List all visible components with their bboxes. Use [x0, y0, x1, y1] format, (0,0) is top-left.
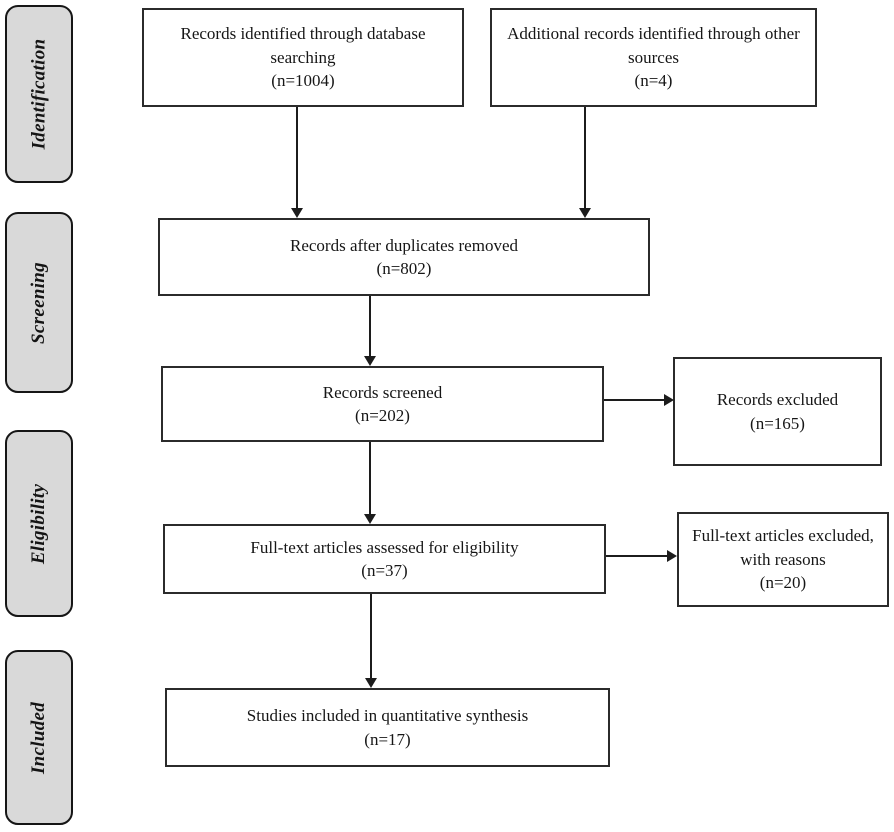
arrow-screened-to-excluded-line — [604, 399, 664, 401]
box-included-synthesis-label: Studies included in quantitative synthes… — [246, 706, 529, 726]
box-fulltext-excluded-label: Full-text articles excluded, with reason… — [692, 526, 874, 569]
arrow-screened-to-fulltext-head — [364, 514, 376, 524]
box-included-synthesis-count: (n=17) — [364, 729, 411, 749]
box-fulltext-assessed-label: Full-text articles assessed for eligibil… — [250, 537, 519, 557]
box-fulltext-assessed: Full-text articles assessed for eligibil… — [163, 524, 606, 594]
arrow-fulltext-to-excluded-head — [667, 550, 677, 562]
stage-eligibility: Eligibility — [5, 430, 73, 617]
box-records-identified: Records identified through database sear… — [142, 8, 464, 107]
arrow-identified-to-duplicates-head — [291, 208, 303, 218]
stage-included: Included — [5, 650, 73, 825]
box-records-screened: Records screened (n=202) — [161, 366, 604, 442]
box-additional-records: Additional records identified through ot… — [490, 8, 817, 107]
arrow-fulltext-to-included-line — [370, 594, 372, 678]
arrow-fulltext-to-excluded-line — [606, 555, 667, 557]
box-additional-records-count: (n=4) — [634, 71, 673, 91]
arrow-additional-to-duplicates-line — [584, 107, 586, 208]
box-records-excluded: Records excluded (n=165) — [673, 357, 882, 466]
box-fulltext-assessed-count: (n=37) — [361, 561, 408, 580]
arrow-screened-to-excluded-head — [664, 394, 674, 406]
stage-screening: Screening — [5, 212, 73, 393]
arrow-identified-to-duplicates-line — [296, 107, 298, 208]
stage-label-identification: Identification — [28, 38, 50, 150]
box-records-excluded-label: Records excluded — [716, 390, 839, 410]
box-additional-records-label: Additional records identified through ot… — [507, 24, 800, 67]
box-records-excluded-count: (n=165) — [750, 413, 805, 433]
box-records-screened-count: (n=202) — [355, 406, 410, 425]
box-records-identified-count: (n=1004) — [271, 71, 335, 91]
box-duplicates-removed: Records after duplicates removed (n=802) — [158, 218, 650, 296]
stage-label-screening: Screening — [28, 261, 49, 344]
arrow-additional-to-duplicates-head — [579, 208, 591, 218]
arrow-screened-to-fulltext-line — [369, 442, 371, 514]
box-duplicates-removed-label: Records after duplicates removed — [290, 235, 518, 255]
stage-label-included: Included — [28, 701, 50, 774]
arrow-duplicates-to-screened-head — [364, 356, 376, 366]
box-fulltext-excluded: Full-text articles excluded, with reason… — [677, 512, 889, 607]
arrow-fulltext-to-included-head — [365, 678, 377, 688]
box-included-synthesis: Studies included in quantitative synthes… — [165, 688, 610, 767]
box-records-screened-label: Records screened — [322, 382, 443, 402]
box-duplicates-removed-count: (n=802) — [376, 259, 432, 278]
stage-label-eligibility: Eligibility — [28, 483, 50, 564]
box-records-identified-label: Records identified through database sear… — [180, 24, 426, 67]
stage-identification: Identification — [5, 5, 73, 183]
arrow-duplicates-to-screened-line — [369, 296, 371, 356]
box-fulltext-excluded-count: (n=20) — [759, 573, 807, 593]
